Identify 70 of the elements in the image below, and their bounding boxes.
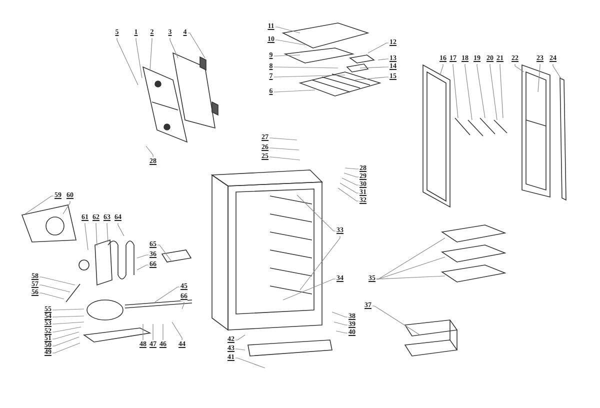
leader-line xyxy=(146,146,154,158)
leader-line xyxy=(235,348,246,350)
leader-line xyxy=(274,74,346,78)
leader-line xyxy=(344,172,359,178)
leader-line xyxy=(136,264,149,270)
leader-line xyxy=(52,316,84,318)
leader-line xyxy=(136,254,149,258)
leader-line xyxy=(334,322,348,326)
leader-line xyxy=(52,308,84,310)
leader-line xyxy=(274,54,300,56)
leader-line xyxy=(332,312,348,318)
leader-line xyxy=(342,178,359,186)
leader-line xyxy=(52,326,82,332)
leader-line xyxy=(514,64,524,72)
leader-line xyxy=(282,278,336,300)
leader-line xyxy=(552,64,562,80)
leader-line xyxy=(182,302,184,310)
leader-line xyxy=(116,38,138,86)
leader-line xyxy=(340,182,359,194)
leader-line xyxy=(162,324,164,340)
leader-line xyxy=(376,238,446,280)
leader-line xyxy=(39,292,64,300)
leader-line xyxy=(52,342,80,354)
leader-line xyxy=(476,64,486,118)
leader-line xyxy=(452,64,458,118)
leader-line xyxy=(269,138,298,140)
leader-line xyxy=(52,332,80,340)
leader-line xyxy=(39,276,76,286)
leader-line xyxy=(338,188,359,202)
leader-line xyxy=(368,42,389,54)
leader-line xyxy=(275,26,300,34)
leader-line xyxy=(39,284,70,292)
leader-line xyxy=(360,66,389,68)
leader-line xyxy=(376,276,446,280)
leader-line xyxy=(235,334,246,340)
leader-line xyxy=(490,64,498,120)
leader-line xyxy=(464,64,472,120)
leader-line xyxy=(274,90,316,92)
leader-line xyxy=(84,222,88,250)
leader-line xyxy=(150,38,152,70)
leader-line xyxy=(24,196,54,214)
leader-line xyxy=(275,40,306,46)
leader-line xyxy=(118,222,124,236)
leader-line xyxy=(440,64,444,76)
leader-line xyxy=(378,58,389,60)
leader-line xyxy=(136,38,142,78)
leader-line xyxy=(269,148,300,150)
leader-line xyxy=(152,324,154,340)
leader-line xyxy=(157,244,172,262)
leader-line xyxy=(154,286,180,302)
leader-line xyxy=(170,38,178,58)
leader-line xyxy=(300,236,340,290)
leader-line xyxy=(336,330,348,334)
leader-line xyxy=(188,32,206,58)
leader-line xyxy=(344,168,359,170)
leader-line xyxy=(274,66,338,68)
leader-line xyxy=(96,222,98,246)
leader-line xyxy=(172,322,182,340)
leader-line xyxy=(62,200,70,214)
leader-line xyxy=(52,322,84,324)
leader-line xyxy=(500,64,504,118)
leader-line xyxy=(296,194,336,232)
leader-line xyxy=(372,306,420,336)
leader-line xyxy=(106,222,108,242)
leader-line xyxy=(142,324,144,340)
leader-line xyxy=(354,76,389,80)
leader-line xyxy=(52,336,80,346)
leader-line xyxy=(538,64,540,92)
leader-line xyxy=(269,156,300,160)
leader-line xyxy=(235,358,266,368)
